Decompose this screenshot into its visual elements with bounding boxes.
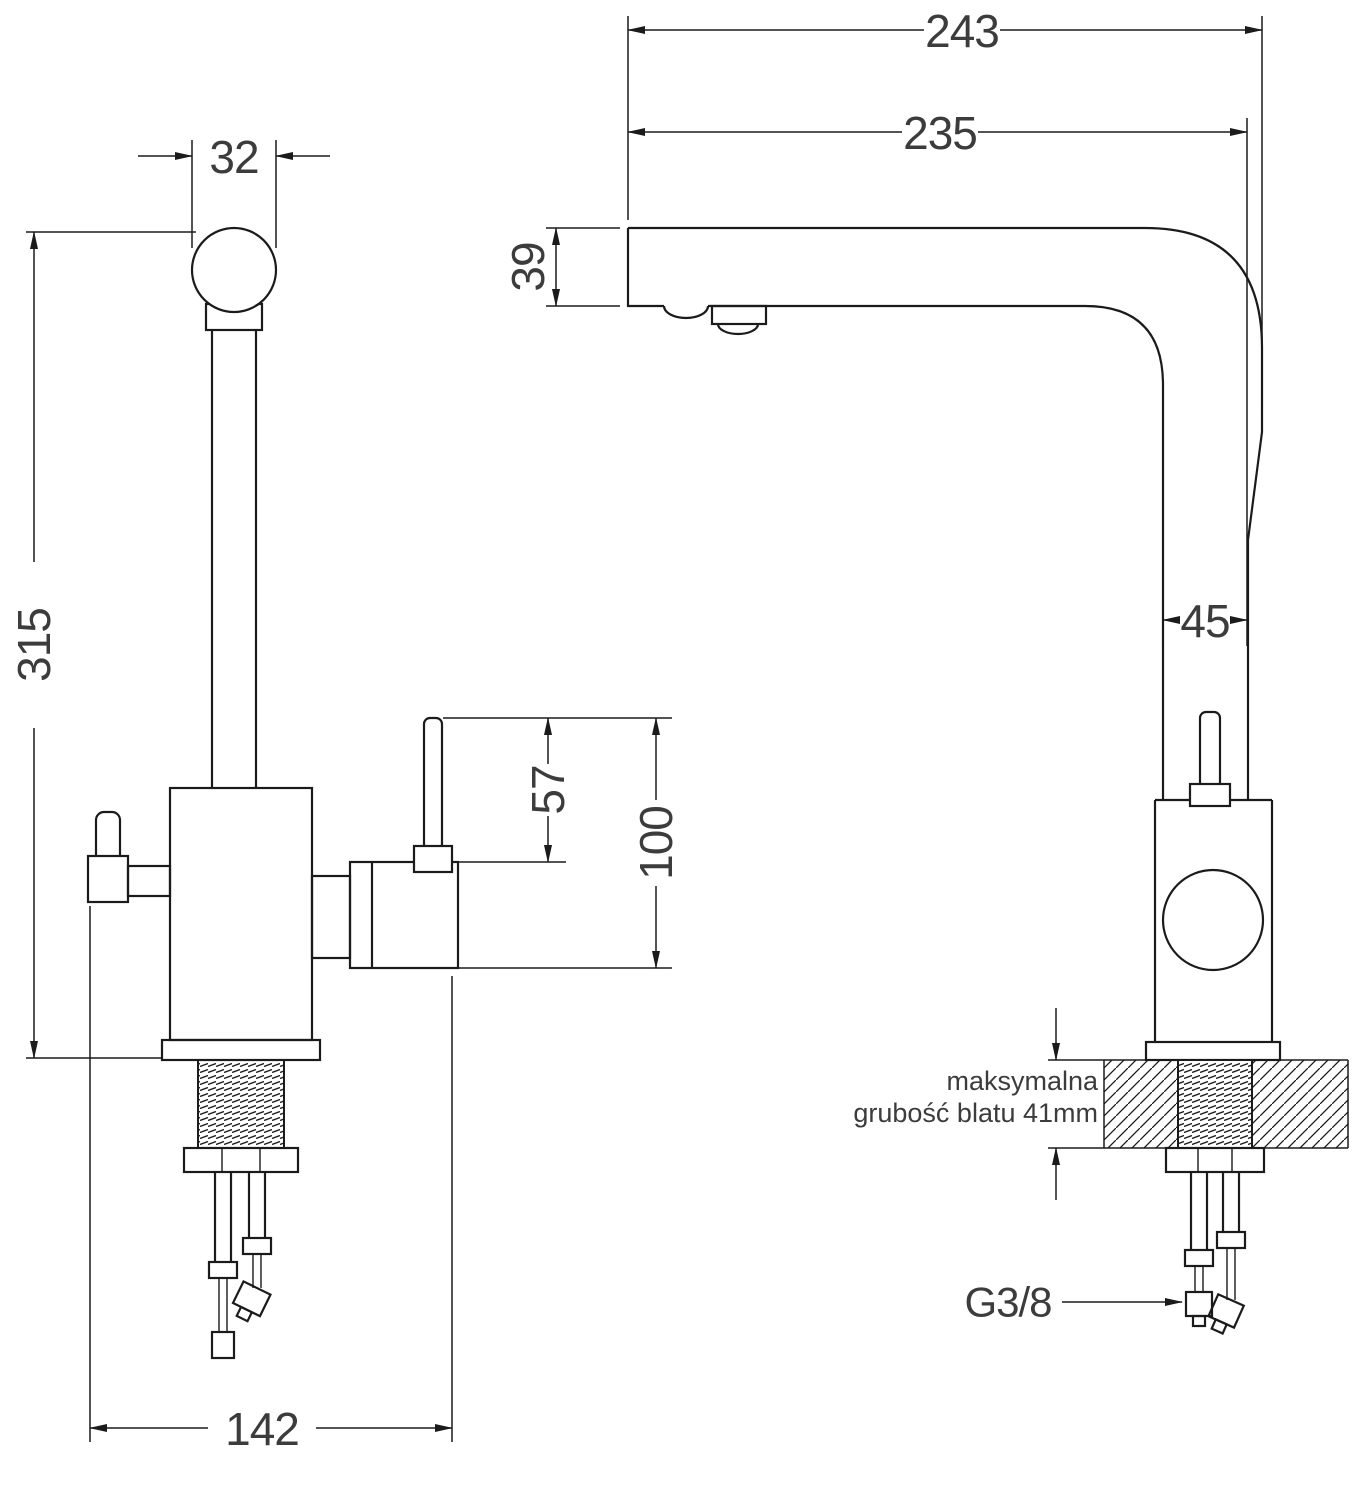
hose-braids xyxy=(213,1172,267,1262)
supply-hoses-side xyxy=(1183,1172,1247,1335)
mixer-assembly xyxy=(310,716,460,970)
washer-facets xyxy=(1197,1148,1233,1172)
dim-total-height: 315 xyxy=(8,231,196,1059)
supply-hoses xyxy=(207,1172,273,1360)
dim-spout-reach: 235 xyxy=(627,107,1248,646)
dim-32-label: 32 xyxy=(209,131,258,183)
side-lever-pivot xyxy=(1188,782,1232,808)
spout-ball xyxy=(190,226,278,314)
dim-235-label: 235 xyxy=(903,107,977,159)
dim-spout-head-height: 39 xyxy=(502,227,620,307)
mounting-nut-facets xyxy=(221,1148,261,1172)
dim-142-extensions xyxy=(89,906,453,1442)
filtered-lever-pivot xyxy=(86,854,130,904)
dim-315-label: 315 xyxy=(8,608,60,682)
hose-crimp-side-left xyxy=(1183,1248,1215,1268)
dim-243-label: 243 xyxy=(925,5,999,57)
dim-57-label: 57 xyxy=(522,765,574,814)
g38-nut xyxy=(1184,1290,1214,1328)
hose-crimp-side-right xyxy=(1215,1230,1247,1250)
mounting-nut xyxy=(182,1146,300,1174)
hose-tubes-side xyxy=(1194,1248,1236,1300)
dim-45-label: 45 xyxy=(1180,595,1229,647)
mixer-lever-pivot xyxy=(412,844,454,874)
dim-39-label: 39 xyxy=(502,242,554,291)
valve-body-circle xyxy=(1161,868,1265,972)
hose-connector xyxy=(210,1330,236,1360)
countertop-note-line2: grubość blatu 41mm xyxy=(853,1098,1098,1128)
g38-label: G3/8 xyxy=(964,1279,1051,1326)
countertop-note: maksymalna grubość blatu 41mm xyxy=(853,1008,1099,1200)
hose-nut xyxy=(231,1279,272,1323)
dim-spout-top-width: 32 xyxy=(138,131,330,248)
dim-243-extensions xyxy=(627,16,1263,410)
filtered-lever-stem xyxy=(126,864,172,898)
hose-nut-stub xyxy=(235,1305,254,1323)
side-lever xyxy=(1198,710,1222,790)
side-view xyxy=(626,226,1349,1335)
g38-nut-stub xyxy=(1191,1314,1207,1328)
hose-braids-side xyxy=(1189,1172,1241,1250)
countertop-edges xyxy=(1048,1059,1349,1149)
dim-body-section-height: 100 xyxy=(458,717,682,969)
dim-overall-depth: 243 xyxy=(627,5,1263,410)
hose-nut-side xyxy=(1206,1292,1246,1335)
dim-142-label: 142 xyxy=(225,1403,299,1455)
aerator-block xyxy=(710,304,768,326)
thread-stem xyxy=(197,1059,285,1149)
dim-lever-height: 57 xyxy=(443,717,672,863)
countertop-section xyxy=(1048,1059,1349,1174)
hose-crimp-left xyxy=(207,1260,239,1280)
spout-column xyxy=(210,330,258,788)
hose-crimp-right xyxy=(241,1236,273,1256)
spout-outline-inner xyxy=(626,228,1165,800)
aerator-bumps xyxy=(662,305,760,336)
side-dimensions: 243 235 39 45 maksymalna grubość blatu 4… xyxy=(502,5,1263,1326)
hose-nut-side-stub xyxy=(1210,1318,1229,1335)
dim-base-span: 142 xyxy=(89,906,453,1455)
thread-stem-side xyxy=(1177,1059,1253,1149)
hose-tubes xyxy=(218,1254,262,1332)
countertop-note-line1: maksymalna xyxy=(946,1066,1099,1096)
front-dimensions: 32 315 57 100 142 xyxy=(8,131,682,1455)
washer-side xyxy=(1164,1146,1266,1174)
filtered-water-lever xyxy=(86,810,172,904)
mixer-cylinder xyxy=(348,860,460,970)
dim-100-label: 100 xyxy=(630,806,682,880)
g38-callout: G3/8 xyxy=(964,1279,1183,1326)
dim-315-extensions xyxy=(26,231,196,1059)
dim-pipe-width: 45 xyxy=(1162,595,1248,648)
front-view xyxy=(86,226,460,1360)
